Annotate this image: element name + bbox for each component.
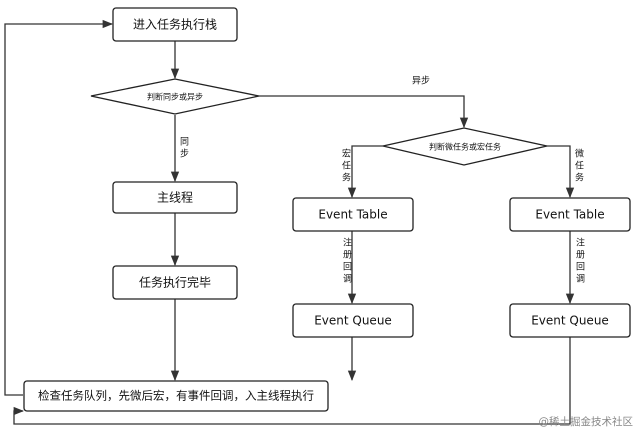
- label-register-char: 注: [576, 237, 585, 249]
- edge-macro: [347, 145, 383, 199]
- label-register-char: 册: [576, 250, 585, 261]
- node-event-queue-macro: Event Queue: [292, 303, 414, 338]
- node-judge-micro-macro-label: 判断微任务或宏任务: [429, 142, 501, 152]
- node-check-queue-label: 检查任务队列，先微后宏，有事件回调，入主线程执行: [38, 389, 314, 403]
- label-register-left: 注 册 回 调: [343, 237, 352, 285]
- label-sync-char: 步: [180, 149, 189, 160]
- node-event-queue-macro-label: Event Queue: [314, 314, 392, 328]
- node-judge-sync-async-label: 判断同步或异步: [147, 92, 203, 102]
- node-enter-stack: 进入任务执行栈: [112, 7, 238, 42]
- label-macro-char: 务: [342, 172, 351, 184]
- label-macro-char: 宏: [342, 148, 351, 160]
- label-async: 异步: [412, 76, 430, 87]
- connectors: [4, 19, 575, 425]
- label-micro-char: 任: [575, 160, 584, 172]
- edge-async: [259, 95, 469, 129]
- label-register-char: 册: [343, 250, 352, 261]
- node-check-queue: 检查任务队列，先微后宏，有事件回调，入主线程执行: [23, 380, 329, 412]
- node-event-table-micro: Event Table: [509, 197, 631, 232]
- label-micro-task: 微 任 务: [575, 148, 584, 184]
- label-register-char: 调: [576, 274, 585, 285]
- node-judge-micro-macro: 判断微任务或宏任务: [382, 127, 548, 166]
- node-main-thread-label: 主线程: [157, 190, 193, 205]
- node-enter-stack-label: 进入任务执行栈: [133, 17, 217, 32]
- node-main-thread: 主线程: [112, 181, 238, 214]
- edge-queue-right-to-check: [13, 337, 571, 425]
- node-event-table-macro: Event Table: [292, 197, 414, 232]
- edge-micro: [547, 145, 575, 199]
- node-event-queue-micro: Event Queue: [509, 303, 631, 338]
- label-micro-char: 微: [575, 148, 584, 160]
- node-event-queue-micro-label: Event Queue: [531, 314, 609, 328]
- node-task-done: 任务执行完毕: [112, 265, 238, 300]
- label-register-char: 回: [576, 262, 585, 273]
- node-event-table-macro-label: Event Table: [318, 208, 387, 222]
- label-macro-char: 任: [342, 160, 351, 172]
- node-event-table-micro-label: Event Table: [535, 208, 604, 222]
- label-register-char: 注: [343, 237, 352, 249]
- node-judge-sync-async: 判断同步或异步: [90, 78, 260, 115]
- label-micro-char: 务: [575, 172, 584, 184]
- label-sync: 同 步: [180, 137, 189, 160]
- label-register-right: 注 册 回 调: [576, 237, 585, 285]
- label-register-char: 回: [343, 262, 352, 273]
- label-register-char: 调: [343, 274, 352, 285]
- node-task-done-label: 任务执行完毕: [139, 275, 211, 290]
- label-sync-char: 同: [180, 137, 189, 148]
- edge-loop-back: [4, 19, 114, 396]
- watermark: @稀土掘金技术社区: [539, 415, 634, 428]
- label-macro-task: 宏 任 务: [342, 148, 351, 184]
